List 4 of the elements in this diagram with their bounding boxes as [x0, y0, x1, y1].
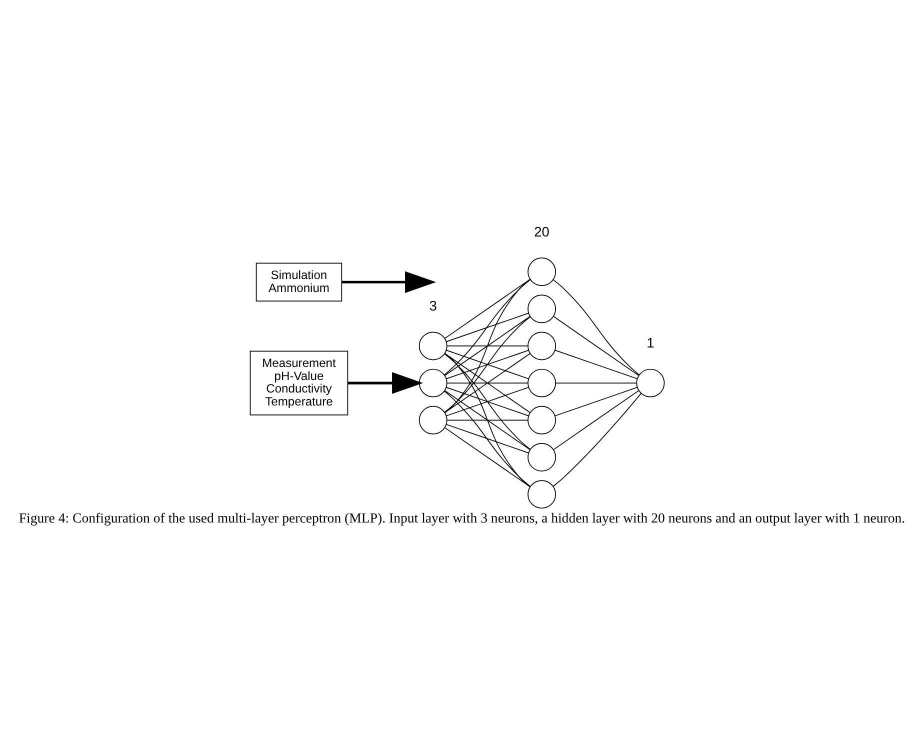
caption: Figure 4: Configuration of the used multi-layer perceptron (MLP). Input layer with 3 neurons, a hidden layer with 20 neurons and an output layer with 1 neuron. — [18, 510, 906, 526]
label: 1 — [646, 335, 654, 350]
label: 20 — [534, 224, 550, 239]
label: 3 — [429, 298, 437, 313]
